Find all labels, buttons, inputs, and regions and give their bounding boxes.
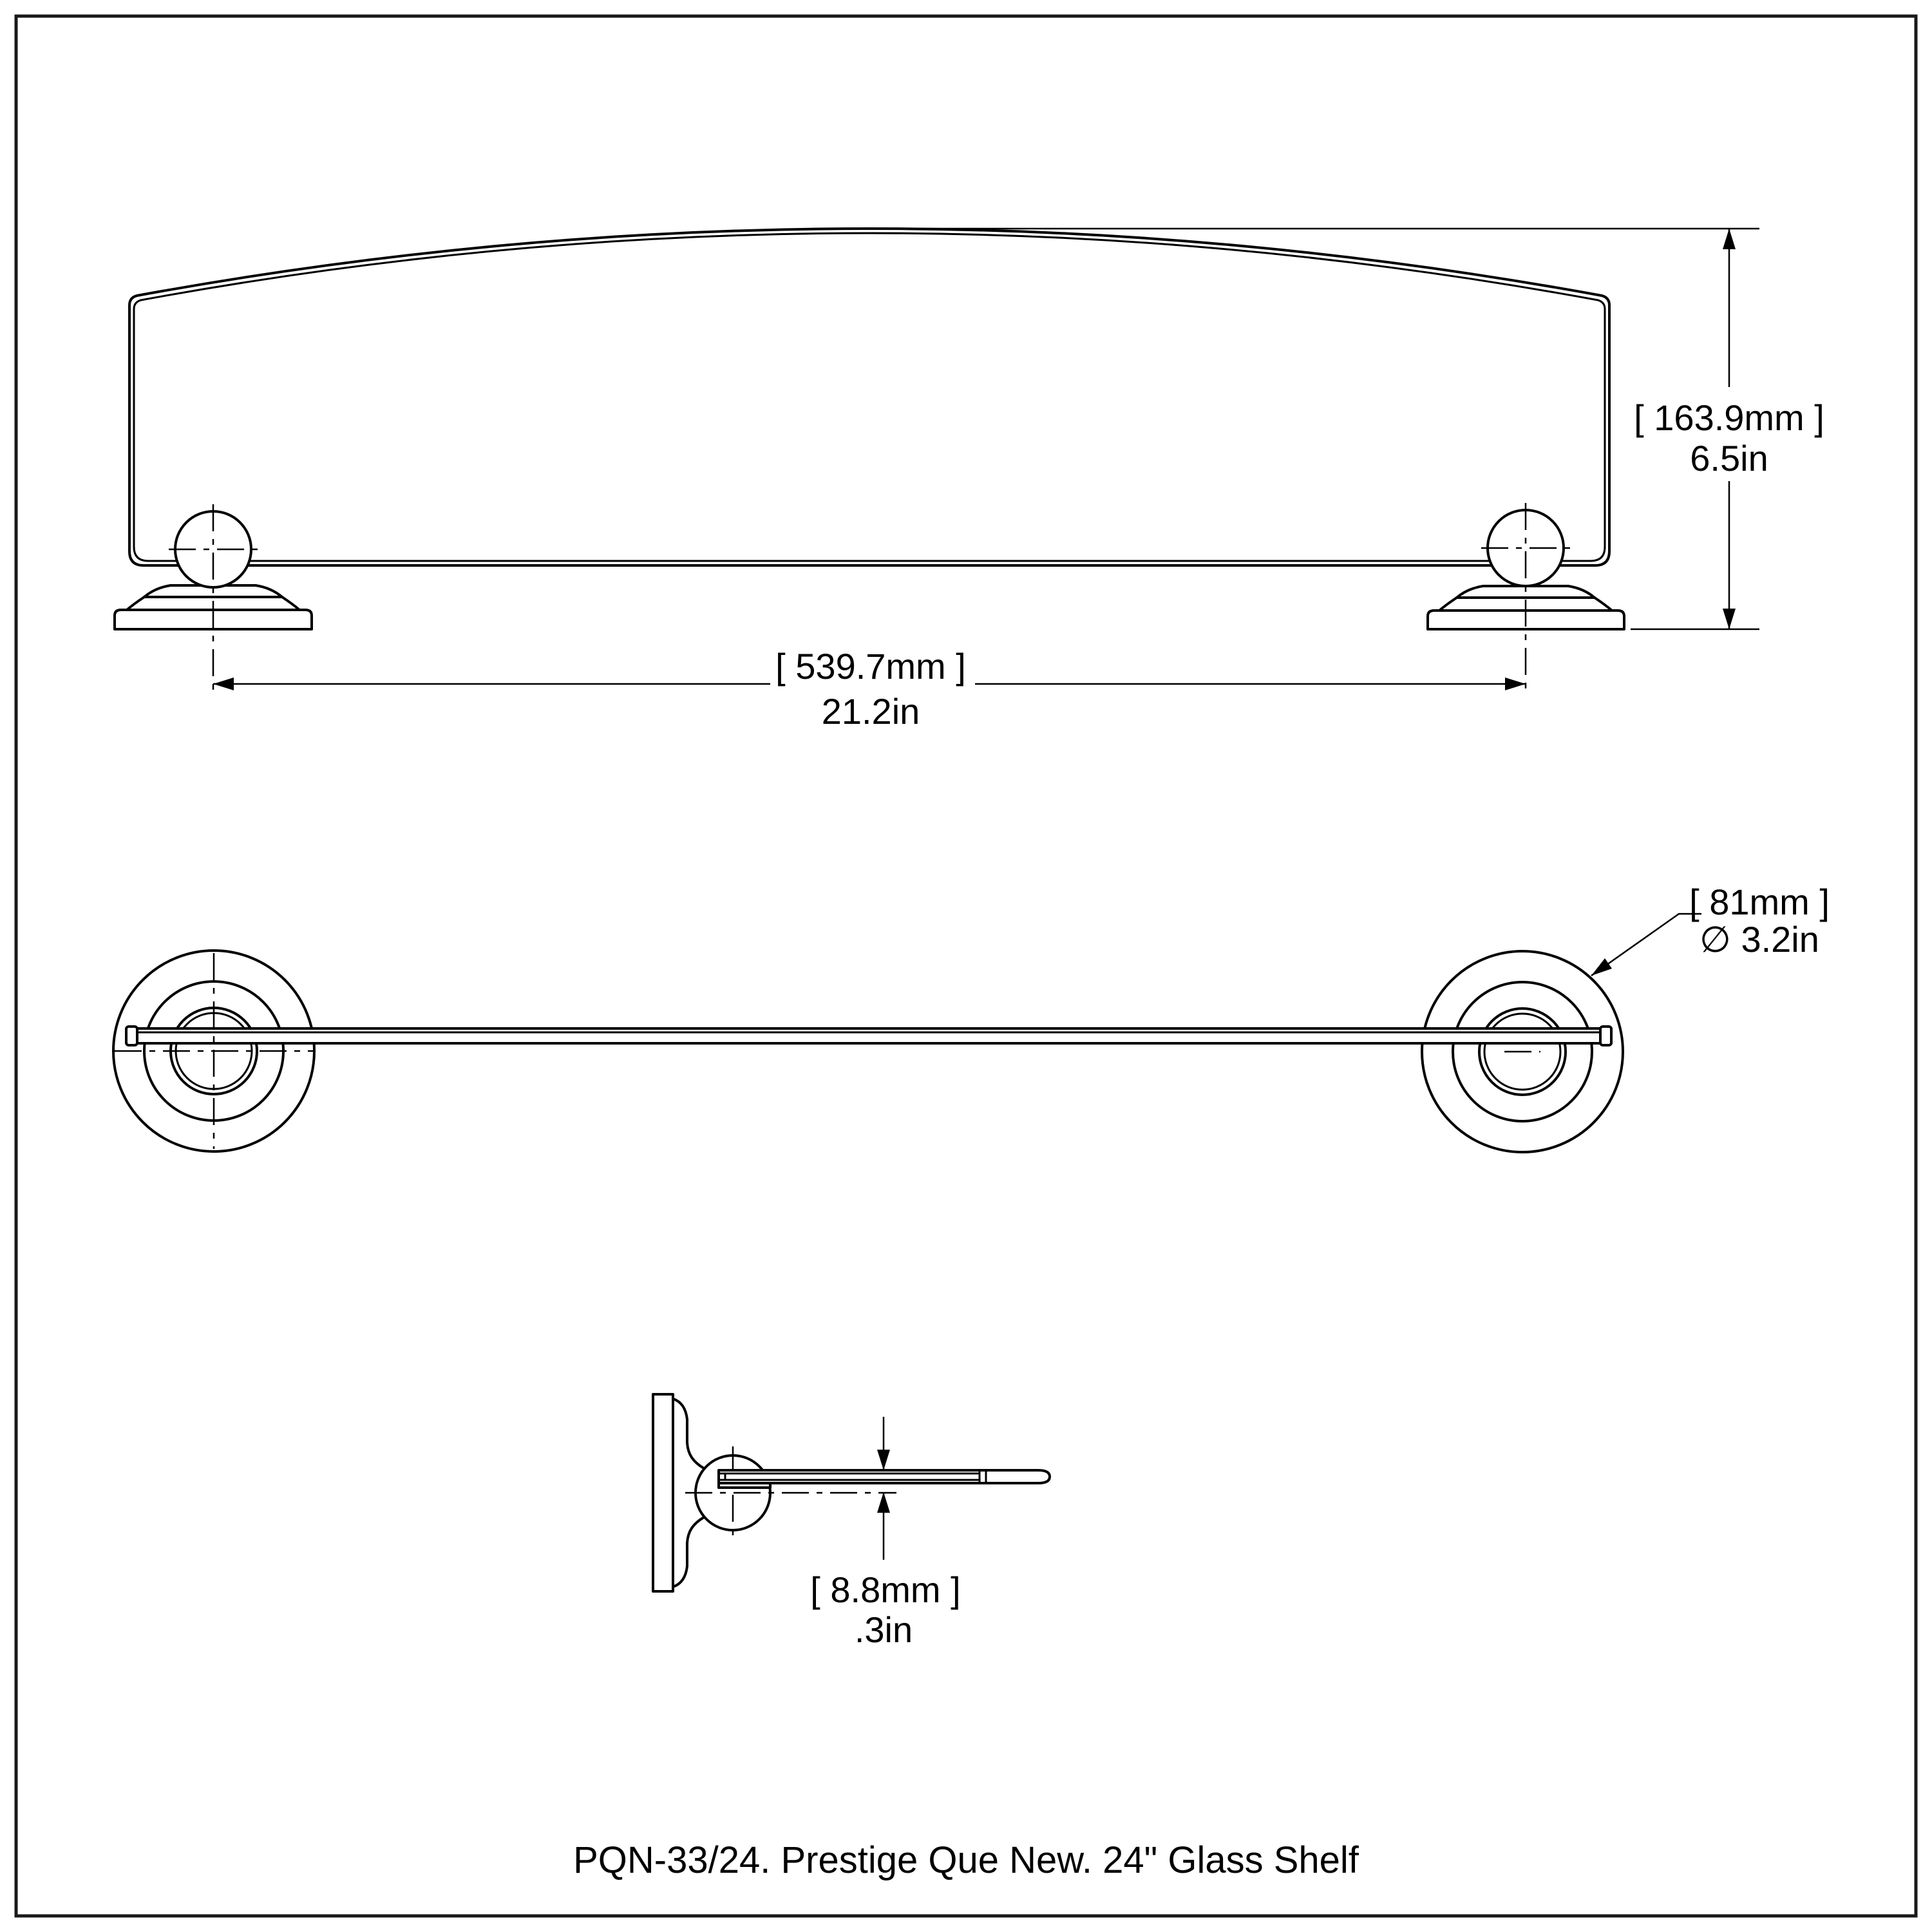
height-dimension: [ 163.9mm ] 6.5in xyxy=(869,227,1824,630)
glass-shelf-inner-edge xyxy=(133,232,1606,562)
height-imperial-label: 6.5in xyxy=(1690,438,1768,478)
flange-profile-bottom xyxy=(672,1516,705,1588)
thickness-imperial-label: .3in xyxy=(855,1609,913,1650)
front-view: [ 539.7mm ] 21.2in [ 163.9mm ] 6.5in xyxy=(113,227,1824,732)
glass-shelf-outline xyxy=(128,227,1611,567)
width-arrow-left xyxy=(213,677,234,690)
diameter-metric-label: [ 81mm ] xyxy=(1689,882,1830,922)
flange-profile-top xyxy=(672,1397,705,1470)
drawing-caption: PQN-33/24. Prestige Que New. 24" Glass S… xyxy=(573,1839,1359,1881)
diameter-callout: [ 81mm ] ∅ 3.2in xyxy=(1591,882,1830,977)
width-arrow-right xyxy=(1505,677,1526,690)
width-imperial-label: 21.2in xyxy=(822,691,920,732)
shelf-edge-bar xyxy=(125,1025,1613,1046)
page-border xyxy=(14,14,1918,1918)
thickness-dimension: [ 8.8mm ] .3in xyxy=(810,1417,961,1650)
glass-profile-outline xyxy=(717,1469,1051,1484)
bar-right-cap xyxy=(1599,1025,1613,1046)
bar-left-cap xyxy=(125,1025,138,1046)
glass-profile xyxy=(717,1469,1051,1489)
diameter-leader-arrow xyxy=(1591,958,1612,976)
width-metric-label: [ 539.7mm ] xyxy=(775,646,966,687)
thickness-arrow-bottom xyxy=(877,1492,890,1513)
diameter-leader-line xyxy=(1591,913,1701,977)
height-metric-label: [ 163.9mm ] xyxy=(1634,397,1824,438)
right-pedestal xyxy=(1426,585,1625,630)
diameter-imperial-label: ∅ 3.2in xyxy=(1700,919,1819,960)
wall-plate xyxy=(652,1393,674,1593)
height-arrow-bottom xyxy=(1723,609,1736,629)
thickness-metric-label: [ 8.8mm ] xyxy=(810,1569,960,1610)
side-view: [ 8.8mm ] .3in xyxy=(652,1393,1051,1650)
width-dimension: [ 539.7mm ] 21.2in xyxy=(213,646,1526,732)
thickness-arrow-top xyxy=(877,1450,890,1470)
right-flange-rosette xyxy=(1421,950,1624,1153)
height-arrow-top xyxy=(1723,229,1736,249)
plan-view: [ 81mm ] ∅ 3.2in xyxy=(112,882,1830,1153)
clamp-under-plate xyxy=(717,1482,772,1489)
